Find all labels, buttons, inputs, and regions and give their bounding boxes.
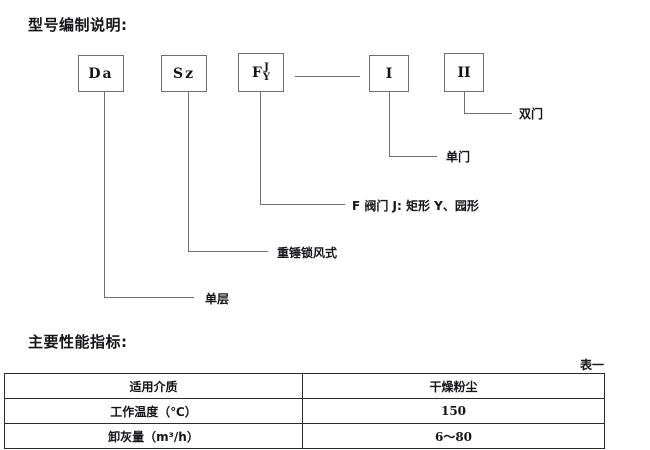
spec-label: 适用介质 [4, 373, 303, 399]
table-row: 卸灰量（m³/h） 6～80 [4, 423, 605, 449]
door-ii-leader-vertical [464, 92, 465, 114]
door-ii-leader-horizontal [464, 113, 512, 114]
series-box-label: Da [88, 65, 114, 82]
valve-box-label: F [251, 64, 262, 81]
valve-leader-horizontal [260, 204, 345, 205]
code-separator-dash [295, 76, 360, 77]
single-door-note: 单门 [446, 150, 471, 164]
table-caption: 表一 [579, 358, 604, 372]
door-i-box: I [369, 55, 409, 92]
series-box: Da [78, 55, 124, 92]
double-door-note: 双门 [519, 107, 544, 121]
valve-box-subscript: Y [262, 71, 271, 83]
series-leader-vertical [104, 92, 105, 298]
spec-label: 工作温度（℃） [4, 398, 303, 424]
spec-value: 干燥粉尘 [302, 373, 605, 399]
door-i-leader-vertical [389, 92, 390, 157]
page-title-performance: 主要性能指标: [28, 333, 128, 351]
door-i-leader-horizontal [389, 156, 437, 157]
door-ii-box-label: II [457, 64, 471, 81]
table-row: 适用介质 干燥粉尘 [4, 373, 605, 399]
type-leader-vertical [188, 92, 189, 252]
series-leader-horizontal [104, 297, 194, 298]
lock-type-note: 重锤锁风式 [277, 246, 338, 260]
type-box-label: Sz [172, 65, 196, 82]
spec-table: 适用介质 干燥粉尘 工作温度（℃） 150 卸灰量（m³/h） 6～80 [4, 373, 605, 449]
type-box: Sz [161, 55, 207, 92]
door-i-box-label: I [385, 65, 393, 82]
page-title-model-code: 型号编制说明: [28, 16, 128, 34]
table-row: 工作温度（℃） 150 [4, 398, 605, 424]
valve-shape-note: F 阀门 J: 矩形 Y、园形 [352, 199, 479, 213]
valve-leader-vertical [260, 92, 261, 205]
door-ii-box: II [444, 53, 484, 92]
spec-value: 150 [302, 398, 605, 424]
type-leader-horizontal [188, 251, 268, 252]
spec-label: 卸灰量（m³/h） [4, 423, 303, 449]
spec-value: 6～80 [302, 423, 605, 449]
single-layer-note: 单层 [205, 292, 230, 306]
valve-box-superscript: J [264, 61, 269, 73]
